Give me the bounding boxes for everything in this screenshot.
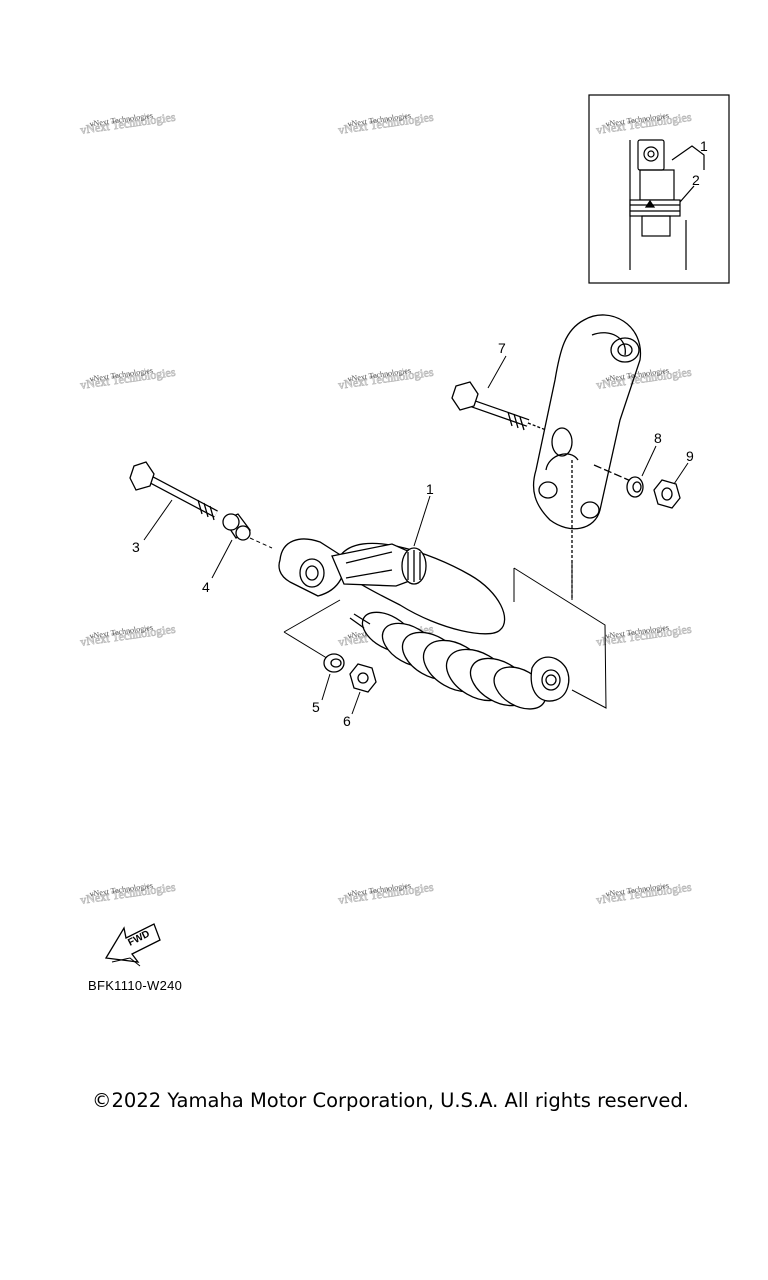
inset-top-eye (637, 139, 665, 171)
bolt-7-axis (527, 422, 547, 431)
collar-4-end (222, 513, 240, 531)
watermark: vNext Technologies vNext Technologies (79, 621, 177, 649)
shock-markings (349, 613, 371, 629)
inset-label-band (629, 199, 681, 217)
callout-number: 5 (312, 699, 320, 715)
leader-6 (351, 691, 361, 715)
leader-5 (321, 673, 331, 701)
relay-arm-hole-mid (551, 427, 573, 457)
collar-4-end-2 (235, 525, 251, 541)
collar-4-axis (249, 537, 273, 549)
callout-number: 2 (692, 172, 700, 188)
lower-guide-frame (513, 567, 607, 709)
watermark: vNext Technologies vNext Technologies (79, 879, 177, 907)
leader-9 (673, 462, 689, 485)
callout-number: 4 (202, 579, 210, 595)
diagram-part-code: BFK1110-W240 (88, 978, 183, 993)
leader-4 (211, 539, 233, 579)
watermark: vNext Technologies vNext Technologies (595, 879, 693, 907)
callout-number: 9 (686, 448, 694, 464)
nut-9-hole (661, 487, 673, 501)
watermark: vNext Technologies vNext Technologies (595, 364, 693, 392)
callout-number: 1 (426, 481, 434, 497)
washer-5-inner (330, 658, 342, 668)
shock-adjuster-lines (345, 551, 393, 579)
shock-knob-ridges (407, 550, 421, 582)
inset-lower-body (641, 215, 671, 237)
callout-number: 8 (654, 430, 662, 446)
inset-eye-bolt (647, 150, 655, 158)
bolt-3-shank-fill (146, 475, 218, 517)
relay-arm-hole-lower (538, 481, 558, 499)
shock-lower-bushing (545, 674, 557, 686)
callout-number: 1 (700, 138, 708, 154)
relay-arm-bolt-axis (593, 464, 641, 486)
left-guide (283, 599, 341, 633)
inset-mark-icon (644, 199, 656, 208)
collar-part-4 (222, 513, 251, 541)
relay-arm-outline (532, 314, 642, 530)
callout-number: 3 (132, 539, 140, 555)
inset-frame (588, 94, 730, 284)
shock-adjuster-block (331, 543, 413, 587)
callout-number: 6 (343, 713, 351, 729)
bolt-3-threads (197, 499, 215, 521)
relay-arm (532, 314, 642, 600)
copyright-notice: ©2022 Yamaha Motor Corporation, U.S.A. A… (92, 1089, 689, 1112)
watermark: vNext Technologies vNext Technologies (337, 364, 435, 392)
bolt-7-head (451, 381, 479, 411)
inset-adjuster (639, 169, 675, 201)
callout-number: 7 (498, 340, 506, 356)
watermark: vNext Technologies vNext Technologies (79, 364, 177, 392)
bolt-7-threads (507, 411, 525, 431)
leader-8 (641, 445, 657, 477)
nut-part-6 (349, 663, 377, 693)
watermark: vNext Technologies vNext Technologies (79, 109, 177, 137)
relay-arm-edges (545, 332, 626, 471)
washer-part-8 (626, 476, 644, 498)
leader-1 (413, 495, 431, 547)
watermark: vNext Technologies vNext Technologies (595, 109, 693, 137)
shock-upper-bushing (305, 565, 319, 581)
relay-arm-hole-top (610, 337, 640, 363)
assembly-guides (283, 560, 607, 709)
relay-arm-hole-top-inner (617, 343, 633, 357)
leader-3 (143, 499, 173, 541)
inset-band-lines (630, 204, 680, 212)
inset-leader-1 (671, 145, 705, 170)
watermark: vNext Technologies vNext Technologies (337, 879, 435, 907)
bolt-part-7 (451, 381, 547, 431)
bolt-part-3 (129, 461, 218, 521)
left-guide-lower (283, 631, 331, 661)
bolt-3-head (129, 461, 155, 491)
nut-6-hole (357, 672, 369, 684)
nut-part-9 (653, 479, 681, 509)
fwd-arrow-icon: FWD (104, 923, 161, 967)
rear-shock-absorber (278, 538, 570, 710)
detail-inset (588, 94, 730, 284)
inset-eye-hole (643, 146, 659, 162)
washer-8-inner (632, 481, 642, 493)
watermark: vNext Technologies vNext Technologies (595, 621, 693, 649)
washer-part-5 (323, 653, 345, 673)
leader-7 (487, 355, 507, 389)
bolt-7-shank-fill (467, 399, 529, 426)
inset-leader-2 (679, 185, 695, 203)
watermark: vNext Technologies vNext Technologies (337, 109, 435, 137)
relay-arm-hole-right (580, 501, 600, 519)
